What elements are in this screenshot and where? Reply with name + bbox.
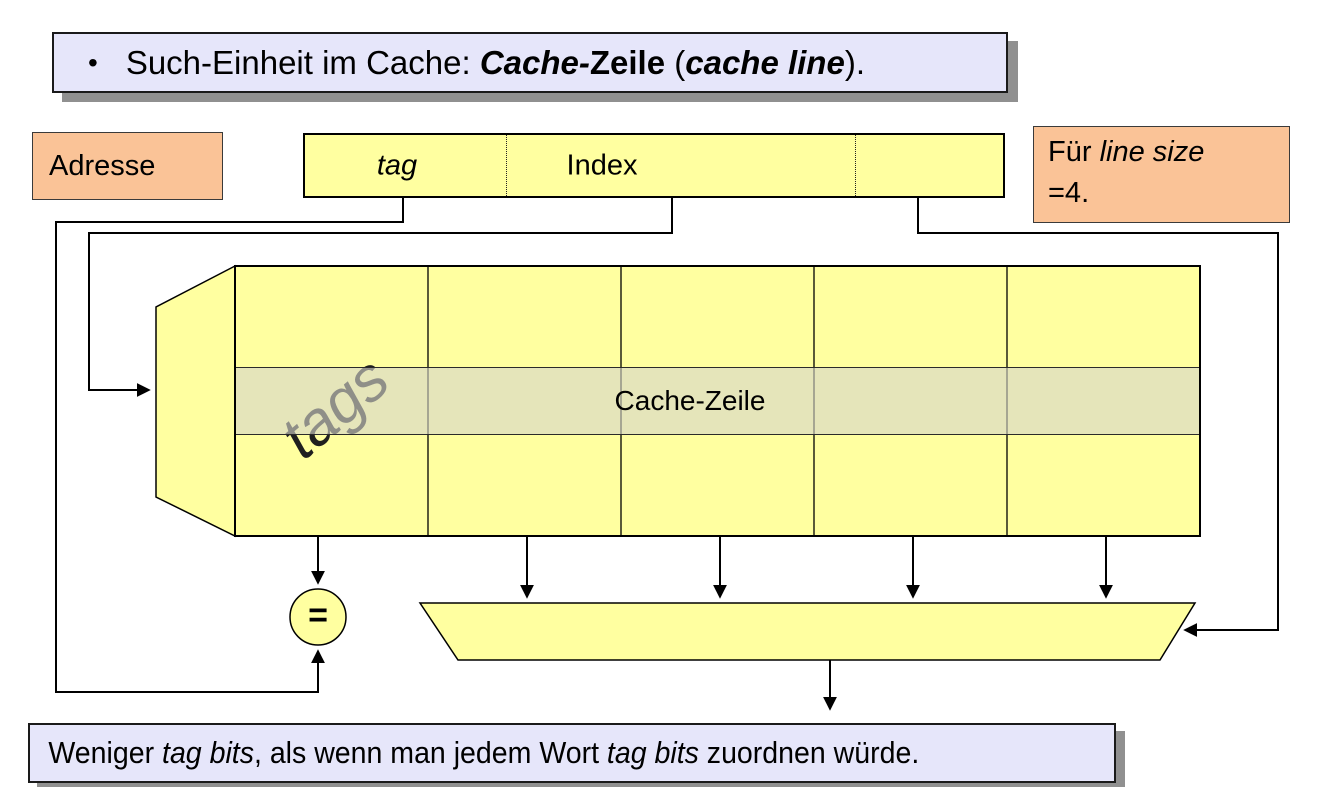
address-label: Adresse — [49, 149, 156, 182]
text-segment: tag bits — [162, 735, 254, 770]
line-size-note-line1: Für line size — [1048, 132, 1289, 173]
text-segment: ). — [844, 43, 865, 81]
tag-compare-wire — [55, 198, 404, 693]
cache-line-label: Cache-Zeile — [614, 385, 766, 416]
slide-title: Such-Einheit im Cache: Cache-Zeile (cach… — [98, 44, 865, 82]
text-segment: Such-Einheit im Cache: — [125, 43, 480, 81]
text-segment: Zeile — [589, 43, 666, 81]
cache-line-highlight-row — [236, 367, 1199, 435]
comparator-circle — [289, 588, 347, 646]
bottom-note-box: Weniger tag bits, als wenn man jedem Wor… — [28, 723, 1116, 783]
line-size-note-line2: =4. — [1048, 176, 1090, 209]
text-segment: , als wenn man jedem Wort — [253, 735, 607, 770]
bullet-icon: • — [88, 46, 98, 78]
bottom-note-text: Weniger tag bits, als wenn man jedem Wor… — [30, 735, 919, 771]
cache-array-border — [234, 265, 1201, 537]
index-field-label: Index — [566, 149, 638, 181]
text-segment: Für — [1048, 136, 1100, 168]
text-segment: ( — [665, 43, 686, 81]
text-segment: Cache- — [479, 43, 590, 81]
text-segment: Weniger — [48, 735, 163, 770]
address-field-bar: tag Index — [303, 133, 1005, 198]
tags-pointer-shape — [155, 264, 236, 538]
index-select-wire — [88, 198, 673, 397]
field-divider-2 — [855, 135, 856, 196]
text-segment: zuordnen würde. — [698, 735, 920, 770]
title-box: • Such-Einheit im Cache: Cache-Zeile (ca… — [52, 32, 1008, 93]
text-segment: line size — [1099, 136, 1205, 168]
line-size-note-box: Für line size =4. — [1033, 126, 1290, 223]
address-label-box: Adresse — [32, 132, 223, 200]
tag-field-label: tag — [376, 149, 418, 181]
comparator-symbol: = — [308, 596, 328, 635]
offset-mux-wire — [917, 198, 1279, 637]
text-segment: cache line — [685, 43, 845, 81]
text-segment: tag bits — [606, 735, 699, 770]
multiplexer-shape — [418, 602, 1197, 661]
field-divider-1 — [506, 135, 507, 196]
